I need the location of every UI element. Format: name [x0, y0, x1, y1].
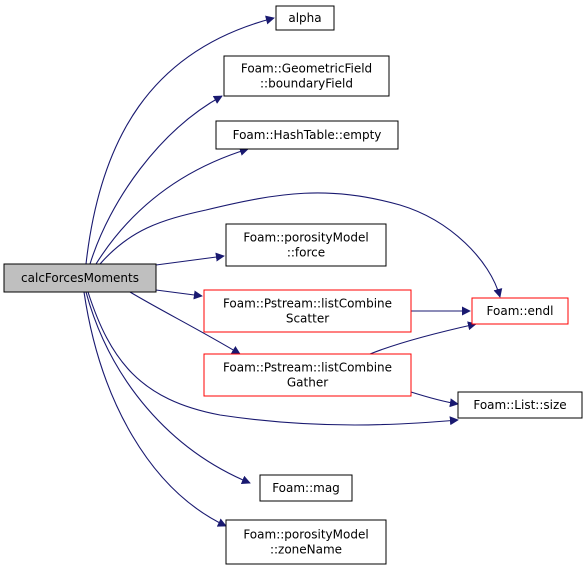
edge-calcForcesMoments-to-listCombineScatter — [155, 289, 203, 300]
node-box-force[interactable] — [225, 223, 387, 267]
node-label-listSize-0: Foam::List::size — [473, 398, 566, 412]
node-label-alpha-0: alpha — [288, 11, 321, 25]
node-label-boundaryField-0: Foam::GeometricField — [241, 62, 372, 76]
edge-calcForcesMoments-to-listSize — [87, 291, 459, 426]
node-box-alpha[interactable] — [275, 5, 335, 31]
edge-calcForcesMoments-to-listCombineGather — [129, 291, 241, 355]
edge-listCombineGather-to-listSize — [410, 391, 459, 408]
node-mag[interactable]: Foam::mag — [259, 474, 353, 502]
node-force[interactable]: Foam::porosityModel::force — [225, 223, 387, 267]
node-alpha[interactable]: alpha — [275, 5, 335, 31]
node-box-endl[interactable] — [471, 297, 569, 325]
node-box-zoneName[interactable] — [225, 519, 387, 565]
edge-calcForcesMoments-to-alpha — [85, 15, 275, 265]
node-box-boundaryField[interactable] — [223, 55, 390, 97]
node-label-calcForcesMoments-0: calcForcesMoments — [21, 271, 139, 285]
edge-calcForcesMoments-to-endl — [99, 192, 503, 298]
node-label-listCombineGather-1: Gather — [287, 376, 328, 390]
node-label-hashEmpty-0: Foam::HashTable::empty — [233, 128, 382, 142]
edge-calcForcesMoments-to-mag — [85, 291, 251, 485]
node-label-force-0: Foam::porosityModel — [243, 231, 368, 245]
node-endl[interactable]: Foam::endl — [471, 297, 569, 325]
node-label-listCombineScatter-1: Scatter — [286, 312, 329, 326]
node-zoneName[interactable]: Foam::porosityModel::zoneName — [225, 519, 387, 565]
node-box-listSize[interactable] — [457, 391, 583, 419]
edge-calcForcesMoments-to-zoneName — [83, 291, 227, 527]
node-label-listCombineGather-0: Foam::Pstream::listCombine — [223, 361, 392, 375]
nodes-layer: calcForcesMoments alphaFoam::GeometricFie… — [3, 5, 583, 565]
node-calcForcesMoments[interactable]: calcForcesMoments — [3, 263, 157, 293]
node-box-listCombineScatter[interactable] — [203, 289, 412, 333]
node-label-force-1: ::force — [287, 246, 325, 260]
node-label-zoneName-1: ::zoneName — [270, 543, 342, 557]
node-box-listCombineGather[interactable] — [203, 353, 412, 397]
node-box-mag[interactable] — [259, 474, 353, 502]
node-label-mag-0: Foam::mag — [272, 481, 340, 495]
node-box-hashEmpty[interactable] — [215, 120, 399, 150]
edge-listCombineGather-to-endl — [369, 321, 477, 355]
edge-calcForcesMoments-to-boundaryField — [89, 95, 223, 265]
edge-calcForcesMoments-to-hashEmpty — [95, 147, 249, 265]
node-label-boundaryField-1: ::boundaryField — [260, 77, 353, 91]
edge-calcForcesMoments-to-force — [155, 252, 225, 266]
node-listSize[interactable]: Foam::List::size — [457, 391, 583, 419]
node-boundaryField[interactable]: Foam::GeometricField::boundaryField — [223, 55, 390, 97]
node-label-zoneName-0: Foam::porosityModel — [243, 528, 368, 542]
node-box-calcForcesMoments[interactable] — [3, 263, 157, 293]
edges-layer — [83, 15, 503, 527]
node-label-listCombineScatter-0: Foam::Pstream::listCombine — [223, 297, 392, 311]
node-hashEmpty[interactable]: Foam::HashTable::empty — [215, 120, 399, 150]
node-label-endl-0: Foam::endl — [487, 304, 554, 318]
